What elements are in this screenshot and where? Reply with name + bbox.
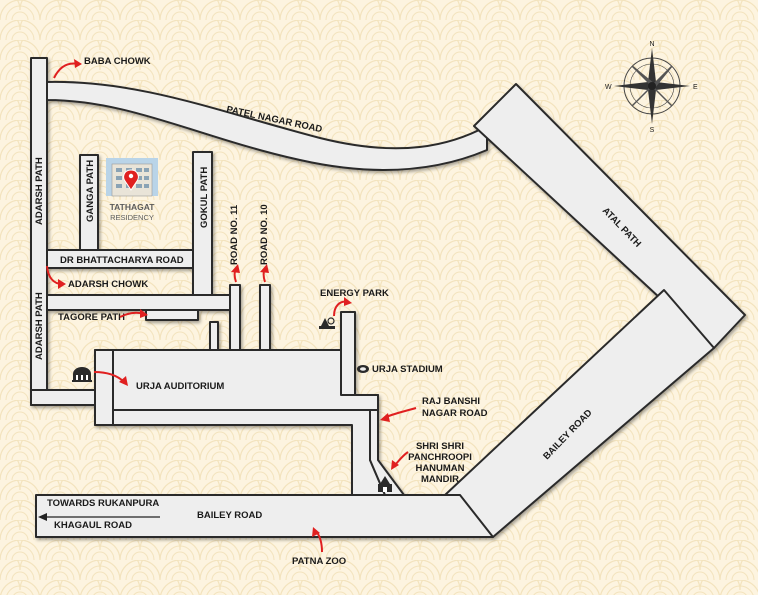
ganga-path-label: GANGA PATH (85, 160, 96, 222)
baba-chowk-arrow (53, 59, 82, 79)
mandir-label-3: HANUMAN (415, 463, 464, 474)
road-11 (229, 284, 241, 351)
auditorium-icon (72, 367, 92, 382)
adarsh-lower-road (30, 389, 96, 406)
energy-park-icon (319, 317, 335, 329)
small-stub-road (209, 321, 219, 351)
compass-n: N (649, 41, 654, 48)
patna-zoo-label: PATNA ZOO (292, 556, 346, 567)
urja-auditorium-label: URJA AUDITORIUM (136, 381, 224, 392)
adarsh-chowk-arrow (46, 265, 66, 289)
dr-bhattacharya-label: DR BHATTACHARYA ROAD (60, 255, 184, 266)
road-10 (259, 284, 271, 351)
urja-stadium-label: URJA STADIUM (372, 364, 443, 375)
patel-nagar-road (46, 80, 488, 171)
mandir-label-4: MANDIR (421, 474, 459, 485)
auditorium-road (94, 349, 114, 426)
road-11-label: ROAD NO. 11 (229, 204, 240, 265)
adarsh-path-bottom-label: ADARSH PATH (34, 292, 45, 360)
road-11-arrow (231, 264, 240, 283)
compass-w: W (605, 84, 612, 91)
raj-banshi-label-1: RAJ BANSHI (422, 396, 480, 407)
gokul-path-label: GOKUL PATH (199, 167, 210, 228)
baba-chowk-label: BABA CHOWK (84, 56, 151, 67)
property-name: TATHAGAT (110, 202, 156, 212)
tathagat-residency-marker[interactable] (106, 158, 158, 197)
tagore-path-road (145, 309, 199, 321)
compass-e: E (693, 84, 698, 91)
energy-park-label: ENERGY PARK (320, 288, 389, 299)
road-10-label: ROAD NO. 10 (259, 204, 270, 265)
khagaul-label: KHAGAUL ROAD (54, 520, 132, 531)
temple-icon (378, 476, 392, 492)
urja-row-road (94, 349, 379, 411)
raj-banshi-arrow (380, 407, 417, 422)
mandir-arrow (391, 451, 409, 470)
ganga-path-road (79, 154, 99, 251)
compass-s: S (650, 127, 655, 134)
adarsh-chowk-label: ADARSH CHOWK (68, 279, 148, 290)
tagore-row-road (46, 294, 231, 311)
atal-path-road (473, 83, 746, 349)
auditorium-arrow (93, 371, 128, 386)
tagore-path-arrow (119, 309, 148, 318)
energy-park-arrow (333, 297, 352, 317)
property-subtitle: RESIDENCY (110, 213, 154, 222)
location-pin-icon (123, 169, 139, 191)
raj-banshi-label-2: NAGAR ROAD (422, 408, 488, 419)
tagore-path-label: TAGORE PATH (58, 312, 125, 323)
patna-zoo-arrow (312, 527, 323, 553)
arrow-left-icon (38, 513, 160, 521)
mandir-label-2: PANCHROOPI (408, 452, 472, 463)
towards-label: TOWARDS RUKANPURA (47, 498, 159, 509)
compass-icon: N S E W (605, 41, 698, 134)
mandir-label-1: SHRI SHRI (416, 441, 464, 452)
adarsh-path-top-label: ADARSH PATH (34, 157, 45, 225)
bailey-road-label: BAILEY ROAD (197, 510, 262, 521)
road-10-arrow (260, 264, 269, 283)
bailey-road (35, 494, 494, 538)
stadium-icon (357, 365, 369, 373)
